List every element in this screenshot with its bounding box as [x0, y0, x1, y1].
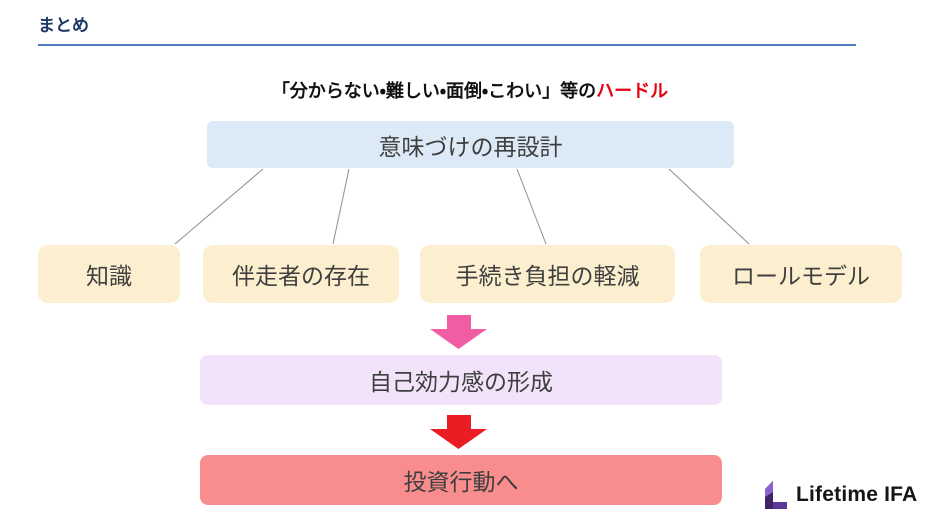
factor-box-knowledge: 知識: [38, 245, 180, 303]
title-underline: [38, 44, 856, 46]
subtitle: 「分からない・難しい・面倒・こわい」等のハードル: [0, 77, 940, 103]
factor-box-companion: 伴走者の存在: [203, 245, 399, 303]
logo-text: Lifetime IFA: [796, 483, 918, 506]
subtitle-highlight: ハードル: [596, 81, 669, 101]
pink-down-arrow-icon: [430, 315, 487, 349]
lifetime-ifa-logo: Lifetime IFA: [762, 479, 917, 511]
subtitle-text: 「分からない・難しい・面倒・こわい」等の: [271, 81, 597, 101]
red-down-arrow-icon: [430, 415, 487, 449]
top-box-meaning-redesign: 意味づけの再設計: [207, 121, 734, 168]
factor-box-role-model: ロールモデル: [700, 245, 902, 303]
bottom-box-investment-action: 投資行動へ: [200, 455, 722, 505]
logo-mark-icon: [765, 481, 787, 509]
page-title: まとめ: [38, 16, 89, 35]
factor-box-procedure-burden: 手続き負担の軽減: [420, 245, 675, 303]
middle-box-self-efficacy: 自己効力感の形成: [200, 355, 722, 405]
